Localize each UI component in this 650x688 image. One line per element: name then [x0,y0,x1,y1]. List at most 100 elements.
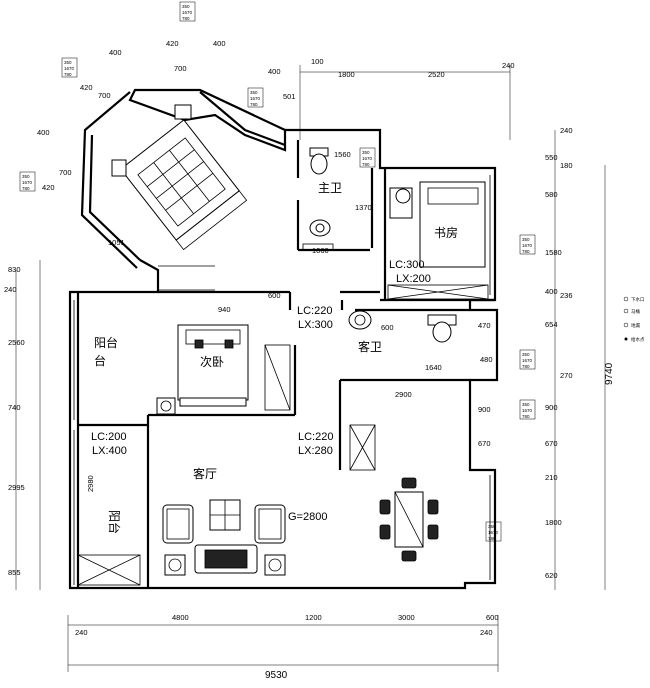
svg-text:780: 780 [522,414,530,419]
dim-interior: 480 [480,355,493,364]
dim-octagon: 1051 [108,238,125,247]
elevation-tag: 350 1670 780 [485,521,502,542]
room-label-bedroom: 次卧 [200,355,224,369]
dim-right: 1800 [545,518,562,527]
dim-octagon: 420 [42,183,55,192]
dimension-lines [15,65,606,672]
dim-top: 100 [311,57,324,66]
dim-right: 236 [560,291,573,300]
nightstand [174,104,192,120]
svg-text:780: 780 [250,102,258,107]
study-lc: LC:300 [389,259,424,271]
dim-interior: 470 [478,321,491,330]
svg-text:350: 350 [362,150,370,155]
study-furniture [389,181,486,268]
dim-right: 550 [545,153,558,162]
balcony-lx: LX:400 [92,445,127,457]
dim-top: 2520 [428,70,445,79]
svg-text:350: 350 [64,60,72,65]
svg-text:780: 780 [362,162,370,167]
svg-text:给水点: 给水点 [631,336,645,343]
svg-text:1670: 1670 [522,243,533,248]
dim-octagon: 501 [283,92,296,101]
room-label-balcony-upper-2: 台 [94,353,106,368]
living-g: G=2800 [288,511,327,523]
svg-text:780: 780 [64,72,72,77]
elevation-tag: 350 1670 780 [519,234,536,255]
svg-text:1670: 1670 [522,358,533,363]
svg-text:地漏: 地漏 [631,322,640,329]
svg-text:1670: 1670 [64,66,75,71]
dining-table [379,477,439,562]
dim-top: 240 [502,61,515,70]
dim-octagon: 400 [109,48,122,57]
dim-interior: 600 [268,291,281,300]
svg-text:350: 350 [522,237,530,242]
dim-octagon: 420 [166,39,179,48]
dim-right: 580 [545,190,558,199]
dim-interior: 940 [218,305,231,314]
dim-interior: 670 [478,439,491,448]
dim-right: 240 [560,126,573,135]
svg-text:1670: 1670 [182,10,193,15]
svg-text:1670: 1670 [362,156,373,161]
svg-text:780: 780 [182,16,190,21]
dim-total-width: 9530 [265,670,288,681]
window-lines [73,175,491,586]
living-lc: LC:220 [298,431,333,443]
svg-text:350: 350 [522,402,530,407]
svg-text:下水口: 下水口 [631,296,645,303]
dim-left: 855 [8,568,21,577]
dim-octagon: 400 [37,128,50,137]
elevation-tag: 350 1670 780 [359,147,376,168]
bedroom-lx: LX:300 [298,319,333,331]
dim-interior: 1370 [355,203,372,212]
master-bath-fixtures [302,147,334,251]
room-label-study: 书房 [434,225,458,240]
dim-right: 1580 [545,248,562,257]
dim-interior: 600 [381,323,394,332]
legend: 下水口 马桶 地漏 给水点 [623,296,645,343]
svg-text:780: 780 [522,249,530,254]
dim-bottom: 1200 [305,613,322,622]
svg-text:350: 350 [250,90,258,95]
svg-text:780: 780 [522,364,530,369]
dim-right: 270 [560,371,573,380]
second-bed [156,324,249,415]
guest-bath-fixtures [348,310,457,343]
dim-octagon: 400 [213,39,226,48]
master-bed [120,119,248,251]
elevation-tag: 350 1670 780 [519,349,536,370]
room-label-living: 客厅 [193,466,217,481]
study-lx: LX:200 [396,273,431,285]
room-label-balcony-lower: 阳台 [107,510,122,534]
svg-text:350: 350 [22,174,30,179]
dim-left: 240 [4,285,17,294]
dim-bottom: 4800 [172,613,189,622]
dim-total-height: 9740 [604,362,615,385]
room-label-balcony-upper: 阳台 [94,335,118,350]
dim-right: 654 [545,320,558,329]
svg-text:350: 350 [182,4,190,9]
dim-octagon: 700 [98,91,111,100]
svg-text:1670: 1670 [250,96,261,101]
bedroom-lc: LC:220 [297,305,332,317]
living-furniture [162,499,286,576]
dim-right: 670 [545,439,558,448]
dim-interior: 2900 [395,390,412,399]
room-label-guest-bath: 客卫 [358,339,382,354]
dim-top: 1800 [338,70,355,79]
elevation-tag: 350 1670 780 [179,1,196,22]
dim-bottom: 240 [75,628,88,637]
svg-text:1670: 1670 [488,530,499,535]
elevation-tag: 350 1670 780 [519,399,536,420]
dim-bottom: 3000 [398,613,415,622]
dim-left: 740 [8,403,21,412]
svg-text:780: 780 [488,536,496,541]
room-label-master-bath: 主卫 [318,181,342,195]
dim-right: 400 [545,287,558,296]
nightstand [111,159,127,177]
dim-octagon: 400 [268,67,281,76]
dim-right: 210 [545,473,558,482]
